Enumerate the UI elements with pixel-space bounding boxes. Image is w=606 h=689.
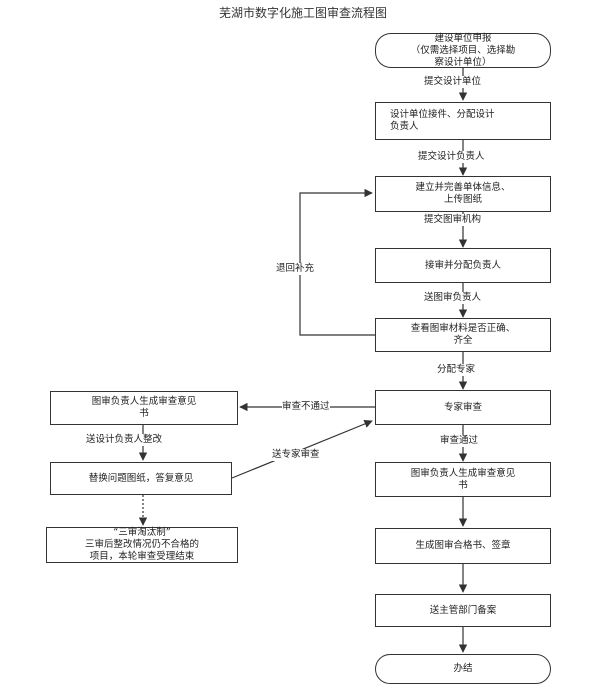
label-review-pass: 审查通过 [440,435,479,447]
node-right-opinion: 图审负责人生成审查意见 书 [375,462,551,497]
label-submit-design: 提交设计单位 [424,76,482,88]
label-send-expert: 送专家审查 [272,449,320,461]
label-return-supplement: 退回补充 [276,263,315,275]
node-send-dept: 送主管部门备案 [375,594,551,627]
node-left-opinion: 图审负责人生成审查意见 书 [50,391,238,425]
label-review-fail: 审查不通过 [282,401,330,413]
label-send-lead: 送图审负责人 [424,292,482,304]
node-end: 办结 [375,654,551,684]
node-replace-drawings: 替换问题图纸，答复意见 [50,462,232,495]
node-build-info: 建立并完善单体信息、 上传图纸 [375,176,551,212]
node-certificate: 生成图审合格书、签章 [375,528,551,564]
node-elimination: “三审淘汰制” 三审后整改情况仍不合格的 项目，本轮审查受理结束 [46,527,238,563]
label-send-design-fix: 送设计负责人整改 [86,434,163,446]
node-expert-review: 专家审查 [375,390,551,425]
node-design-accept: 设计单位接件、分配设计 负责人 [375,102,551,140]
label-submit-agency: 提交图审机构 [424,214,482,226]
page-title: 芜湖市数字化施工图审查流程图 [218,6,387,20]
label-assign-expert: 分配专家 [437,364,476,376]
node-check-materials: 查看图审材料是否正确、 齐全 [375,318,551,352]
node-start: 建设单位申报 （仅需选择项目、选择勘 察设计单位） [375,33,551,68]
node-accept-assign: 接审并分配负责人 [375,248,551,283]
label-submit-lead: 提交设计负责人 [418,151,485,163]
